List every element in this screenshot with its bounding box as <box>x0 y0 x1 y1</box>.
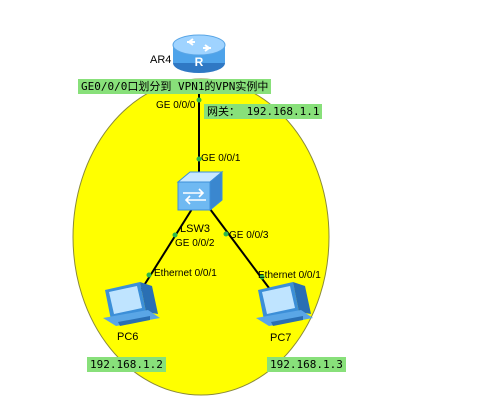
vpn-zone-ellipse <box>72 78 330 396</box>
link-lsw3-pc6 <box>137 208 193 296</box>
switch-icon[interactable] <box>176 170 224 212</box>
port-dot-lsw3-ge003 <box>223 231 229 237</box>
switch-name: LSW3 <box>180 223 210 235</box>
router-icon[interactable]: R <box>172 34 226 73</box>
gateway-note: 网关： 192.168.1.1 <box>204 104 323 119</box>
switch-port-pc7-label: GE 0/0/3 <box>229 230 269 241</box>
port-dot-pc6-eth <box>146 272 152 278</box>
router-port-label: GE 0/0/0 <box>156 100 196 111</box>
pc6-port-label: Ethernet 0/0/1 <box>154 268 217 279</box>
port-dot-lsw3-ge002 <box>172 232 178 238</box>
pc7-ip-tag: 192.168.1.3 <box>267 357 346 372</box>
pc7-port-label: Ethernet 0/0/1 <box>258 270 321 281</box>
port-dot-ar4-ge000 <box>196 97 202 103</box>
pc7-computer-icon[interactable] <box>256 282 313 326</box>
pc6-name: PC6 <box>117 331 139 343</box>
pc7-name: PC7 <box>270 332 292 344</box>
svg-text:R: R <box>195 55 204 69</box>
port-dot-lsw3-ge001 <box>196 156 202 162</box>
switch-port-up-label: GE 0/0/1 <box>201 153 241 164</box>
port-dot-pc7-eth <box>259 274 265 280</box>
pc6-computer-icon[interactable] <box>103 282 160 326</box>
router-name: AR4 <box>150 54 172 66</box>
pc6-ip-tag: 192.168.1.2 <box>87 357 166 372</box>
switch-port-pc6-label: GE 0/0/2 <box>175 238 215 249</box>
vpn-binding-note: GE0/0/0口划分到 VPN1的VPN实例中 <box>78 79 272 94</box>
